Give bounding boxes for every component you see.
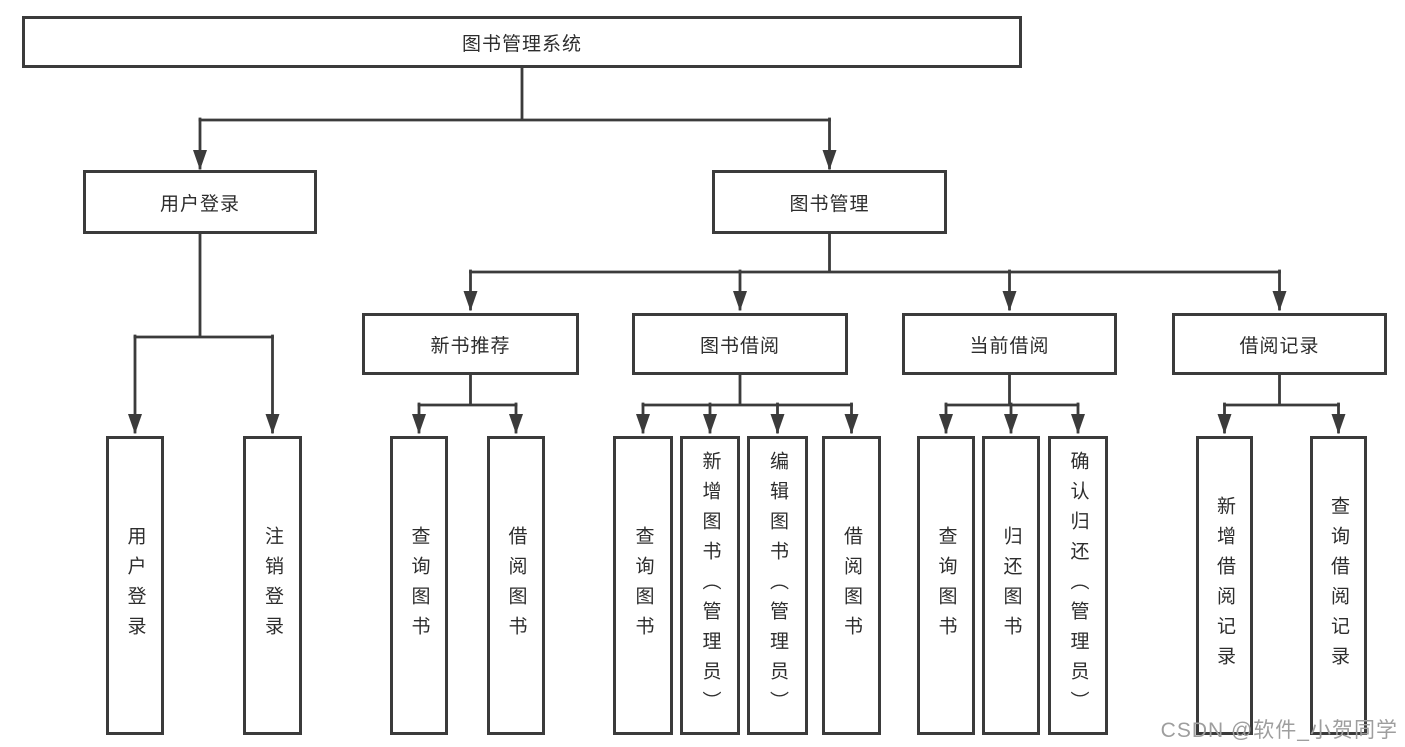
connector-borrowing-records-trunk <box>1223 373 1340 407</box>
node-book-management-label: 图书管理 <box>789 193 870 215</box>
connector-book-borrowing-trunk <box>641 373 853 407</box>
leaf-add-borrow-record: 新增借阅记录 <box>1196 436 1253 735</box>
node-book-borrowing: 图书借阅 <box>632 313 848 375</box>
node-current-borrowing: 当前借阅 <box>902 313 1117 375</box>
leaf-query-books-recommend-label: 查询图书 <box>408 525 430 646</box>
leaf-return-books: 归还图书 <box>982 436 1040 735</box>
node-new-book-recommend-label: 新书推荐 <box>430 335 511 357</box>
leaf-user-login-label: 用户登录 <box>124 525 146 646</box>
leaf-query-books-recommend: 查询图书 <box>390 436 448 735</box>
node-library-system-label: 图书管理系统 <box>461 33 582 55</box>
leaf-query-books-current-label: 查询图书 <box>935 525 957 646</box>
node-current-borrowing-label: 当前借阅 <box>969 335 1050 357</box>
connector-user-login-trunk <box>133 232 274 339</box>
leaf-confirm-return-admin-label: 确认归还（管理员） <box>1067 450 1089 721</box>
node-book-management: 图书管理 <box>712 170 947 234</box>
leaf-add-borrow-record-label: 新增借阅记录 <box>1214 495 1235 676</box>
leaf-add-book-admin: 新增图书（管理员） <box>680 436 740 735</box>
node-library-system: 图书管理系统 <box>22 16 1022 68</box>
leaf-borrow-books-borrowing-label: 借阅图书 <box>841 525 862 646</box>
node-user-login-label: 用户登录 <box>159 193 240 215</box>
leaf-confirm-return-admin: 确认归还（管理员） <box>1048 436 1108 735</box>
leaf-add-book-admin-label: 新增图书（管理员） <box>699 450 721 721</box>
leaf-return-books-label: 归还图书 <box>1000 525 1022 646</box>
node-user-login: 用户登录 <box>83 170 317 234</box>
node-book-borrowing-label: 图书借阅 <box>699 335 780 357</box>
leaf-logout: 注销登录 <box>243 436 302 735</box>
leaf-edit-book-admin-label: 编辑图书（管理员） <box>767 450 788 721</box>
leaf-edit-book-admin: 编辑图书（管理员） <box>747 436 808 735</box>
connector-root-trunk <box>198 66 831 122</box>
leaf-user-login: 用户登录 <box>106 436 164 735</box>
leaf-query-books-borrowing: 查询图书 <box>613 436 673 735</box>
node-new-book-recommend: 新书推荐 <box>362 313 579 375</box>
connector-new-book-trunk <box>417 373 518 407</box>
connector-book-management-trunk <box>469 232 1281 274</box>
leaf-query-borrow-record: 查询借阅记录 <box>1310 436 1367 735</box>
node-borrowing-records-label: 借阅记录 <box>1239 335 1320 357</box>
leaf-logout-label: 注销登录 <box>262 525 283 646</box>
leaf-query-borrow-record-label: 查询借阅记录 <box>1328 495 1349 676</box>
leaf-borrow-books-recommend: 借阅图书 <box>487 436 545 735</box>
watermark: CSDN @软件_小贺同学 <box>1160 719 1398 742</box>
leaf-borrow-books-recommend-label: 借阅图书 <box>505 525 527 646</box>
leaf-query-books-current: 查询图书 <box>917 436 975 735</box>
leaf-query-books-borrowing-label: 查询图书 <box>632 525 654 646</box>
node-borrowing-records: 借阅记录 <box>1172 313 1387 375</box>
connector-current-borrowing-trunk <box>944 373 1080 407</box>
leaf-borrow-books-borrowing: 借阅图书 <box>822 436 881 735</box>
